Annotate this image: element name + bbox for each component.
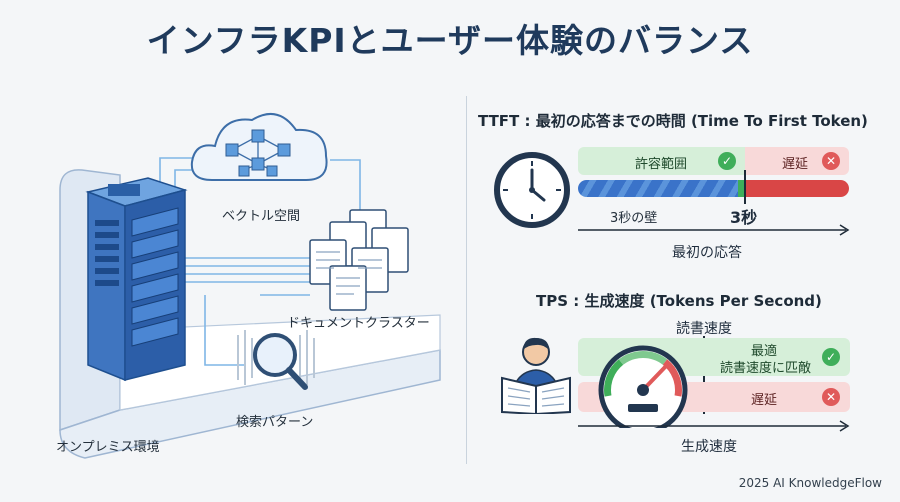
footer-credit: 2025 AI KnowledgeFlow	[738, 476, 882, 490]
document-cluster-label: ドキュメントクラスター	[287, 316, 430, 331]
optimal-sublabel: 読書速度に匹敵	[720, 361, 812, 376]
documents-icon	[309, 209, 409, 311]
acceptable-zone	[578, 147, 745, 175]
search-pattern-label: 検索パターン	[236, 415, 314, 430]
tps-axis-label: 生成速度	[681, 439, 737, 455]
tps-axis-arrow	[578, 420, 850, 432]
section-divider	[466, 96, 467, 464]
magnifier-icon	[237, 330, 315, 390]
connector-lines	[159, 157, 361, 366]
three-second-wall-label: 3秒の壁	[610, 211, 658, 226]
ttft-bar-fast	[578, 180, 745, 197]
reader-icon	[501, 337, 571, 414]
reading-speed-label: 読書速度	[676, 321, 732, 337]
page-title: インフラKPIとユーザー体験のバランス	[146, 21, 754, 60]
ttft-axis-label: 最初の応答	[672, 245, 742, 261]
vector-space-label: ベクトル空間	[222, 209, 301, 224]
tps-heading: TPS : 生成速度 (Tokens Per Second)	[536, 292, 822, 310]
cross-icon: ✕	[822, 152, 840, 170]
check-icon: ✓	[718, 152, 736, 170]
three-second-label: 3秒	[730, 208, 758, 227]
ttft-bar-slow	[746, 180, 849, 197]
clock-icon	[494, 152, 570, 228]
ttft-heading: TTFT : 最初の応答までの時間 (Time To First Token)	[478, 112, 868, 130]
onprem-illustration	[59, 112, 441, 459]
ttft-bar-transition	[738, 180, 746, 197]
onprem-label: オンプレミス環境	[56, 440, 160, 455]
tps-delay-label: 遅延	[751, 393, 778, 408]
acceptable-label: 許容範囲	[635, 157, 688, 172]
speedometer-icon	[598, 345, 688, 428]
ttft-delay-label: 遅延	[782, 157, 809, 172]
tps-check-icon: ✓	[822, 348, 840, 366]
ttft-axis-arrow	[578, 224, 850, 236]
tps-cross-icon: ✕	[822, 388, 840, 406]
optimal-label: 最適	[751, 344, 778, 359]
server-tower	[85, 177, 188, 382]
three-second-marker	[744, 170, 746, 204]
cloud-icon	[190, 112, 328, 181]
